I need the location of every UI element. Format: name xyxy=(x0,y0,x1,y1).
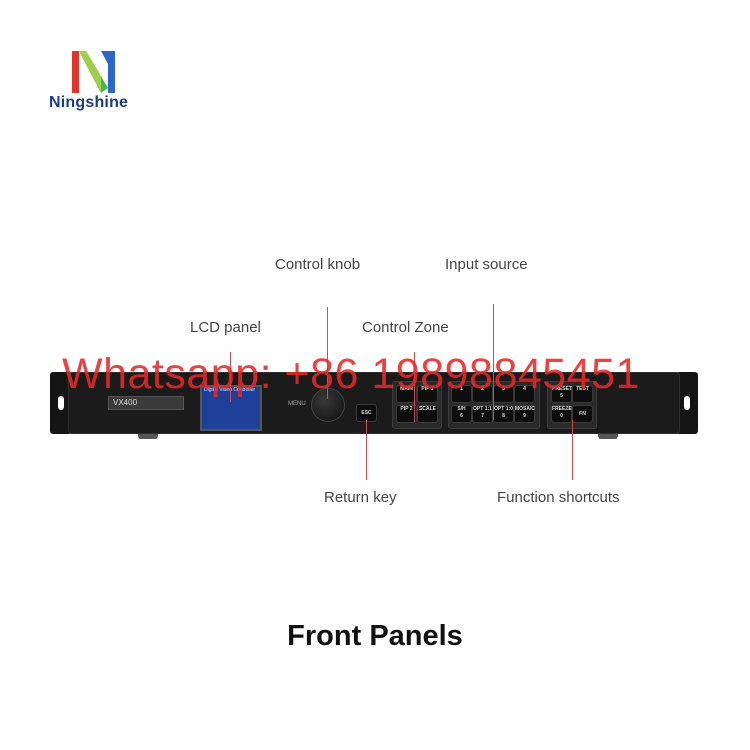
callout-function-shortcuts: Function shortcuts xyxy=(497,489,620,506)
brand-name: Ningshine xyxy=(49,94,129,111)
callout-control-knob: Control knob xyxy=(275,256,361,273)
input-8-num: 8 xyxy=(502,413,505,419)
pip1-button-label: PIP 1 xyxy=(421,386,434,392)
main-button[interactable]: MAIN xyxy=(396,385,417,403)
input-7-num: 7 xyxy=(481,413,484,419)
callout-line-knob xyxy=(327,307,328,399)
rack-hole-left xyxy=(58,396,64,410)
main-button-label: MAIN xyxy=(400,386,413,392)
callout-return-key: Return key xyxy=(324,489,397,506)
lcd-line: Digital Video Controller xyxy=(204,387,256,393)
input-4-button[interactable]: 4 xyxy=(514,385,535,403)
input-6-num: 6 xyxy=(460,413,463,419)
device-foot-right xyxy=(598,432,618,439)
callout-input-source: Input source xyxy=(445,256,528,273)
input-4-num: 4 xyxy=(523,386,526,392)
input-1-num: 1 xyxy=(460,386,463,392)
input-1-button[interactable]: 1 xyxy=(451,385,472,403)
ningshine-logo-icon xyxy=(72,51,115,93)
callout-line-return xyxy=(366,420,367,480)
preset-top: PRESET xyxy=(552,386,573,392)
pip2-button-label: PIP 2 xyxy=(400,406,413,412)
input-3-num: 3 xyxy=(502,386,505,392)
model-plate: VX400 xyxy=(108,396,184,410)
lcd-panel: Digital Video Controller xyxy=(200,385,262,431)
scale-button-label: SCALE xyxy=(419,406,436,412)
callout-line-lcd xyxy=(230,352,231,402)
input-2-num: 2 xyxy=(481,386,484,392)
callout-line-zone xyxy=(414,352,415,422)
pip1-button[interactable]: PIP 1 xyxy=(417,385,438,403)
page-title: Front Panels xyxy=(287,620,463,652)
preset-num: 5 xyxy=(560,393,563,399)
freeze-num: 0 xyxy=(560,413,563,419)
control-knob[interactable] xyxy=(311,388,345,422)
input-6-top: S/H xyxy=(457,406,466,412)
input-9-top: MOSAIC xyxy=(515,406,535,412)
input-7-top: OPT 1:1 xyxy=(473,406,492,412)
pip2-button[interactable]: PIP 2 xyxy=(396,405,417,423)
input-9-num: 9 xyxy=(523,413,526,419)
scale-button[interactable]: SCALE xyxy=(417,405,438,423)
freeze-top: FREEZE xyxy=(552,406,572,412)
test-top: TEST xyxy=(576,386,589,392)
fn-button[interactable]: FN xyxy=(572,405,593,423)
input-2-button[interactable]: 2 xyxy=(472,385,493,403)
device-foot-left xyxy=(138,432,158,439)
callout-lcd-panel: LCD panel xyxy=(190,319,261,336)
menu-label: MENU xyxy=(288,401,306,407)
whatsapp-watermark: Whatsapp: +86 19898845451 xyxy=(62,350,640,398)
input-8-top: OPT 1:0 xyxy=(494,406,513,412)
test-button[interactable]: TEST xyxy=(572,385,593,403)
callout-line-function xyxy=(572,420,573,480)
callout-line-input xyxy=(493,304,494,420)
callout-control-zone: Control Zone xyxy=(362,319,449,336)
rack-hole-right xyxy=(684,396,690,410)
